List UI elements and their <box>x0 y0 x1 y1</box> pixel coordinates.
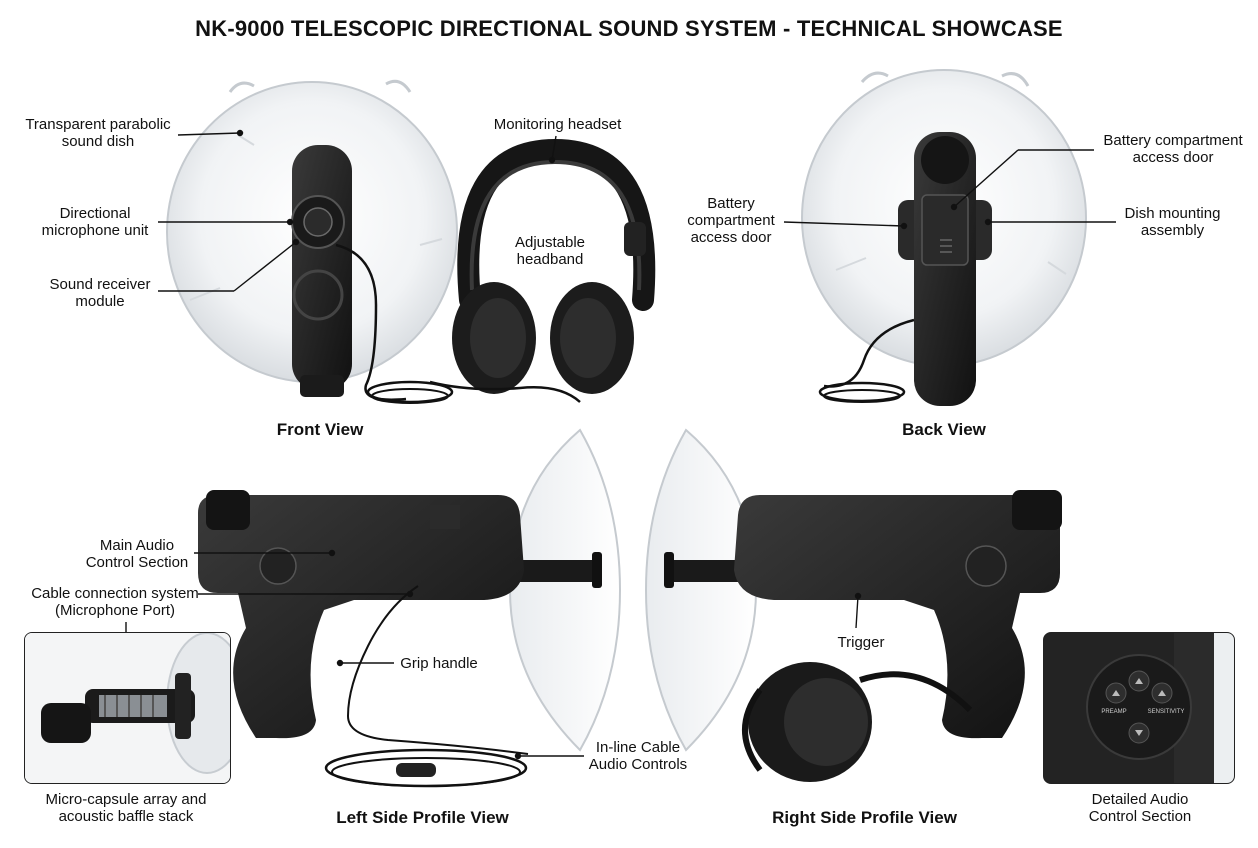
right-side-device <box>644 428 1062 782</box>
front-handle <box>292 145 352 390</box>
caption-left-view: Left Side Profile View <box>336 808 509 827</box>
label-dish-mount: Dish mounting assembly <box>1124 205 1221 239</box>
label-headband: Adjustable headband <box>514 234 586 268</box>
detailed-audio-inset: PREAMP SENSITIVITY <box>1043 632 1235 784</box>
label-inline-cable: In-line Cable Audio Controls <box>588 739 688 773</box>
label-mic-unit: Directional microphone unit <box>41 205 149 239</box>
caption-front-view: Front View <box>276 420 364 439</box>
right-side-dish <box>644 428 758 752</box>
caption-right-view: Right Side Profile View <box>772 808 957 827</box>
label-dish: Transparent parabolic sound dish <box>25 116 171 150</box>
front-view-device <box>166 79 458 404</box>
label-trigger: Trigger <box>837 634 885 651</box>
micro-capsule-inset <box>24 632 231 784</box>
label-cable-system: Cable connection system (Microphone Port… <box>31 585 199 619</box>
label-main-audio: Main Audio Control Section <box>85 537 189 571</box>
label-micro-capsule: Micro-capsule array and acoustic baffle … <box>45 791 207 825</box>
left-side-device <box>198 428 622 788</box>
caption-back-view: Back View <box>902 420 986 439</box>
label-grip: Grip handle <box>400 655 478 672</box>
back-view-device <box>801 69 1087 406</box>
back-battery-door <box>921 194 969 266</box>
sensitivity-label: SENSITIVITY <box>1148 709 1185 715</box>
left-side-body <box>198 495 524 739</box>
label-battery-left: Battery compartment access door <box>687 195 775 246</box>
label-receiver: Sound receiver module <box>49 276 151 310</box>
label-battery-right: Battery compartment access door <box>1103 132 1243 166</box>
audio-control-illustration: PREAMP SENSITIVITY <box>1044 633 1234 783</box>
preamp-label: PREAMP <box>1101 709 1126 715</box>
label-detailed-audio: Detailed Audio Control Section <box>1088 791 1192 825</box>
left-side-dish <box>508 428 622 752</box>
label-headset: Monitoring headset <box>493 116 622 133</box>
page-title: NK-9000 TELESCOPIC DIRECTIONAL SOUND SYS… <box>195 16 1063 41</box>
monitoring-headset <box>429 138 656 403</box>
micro-capsule-illustration <box>25 633 230 783</box>
